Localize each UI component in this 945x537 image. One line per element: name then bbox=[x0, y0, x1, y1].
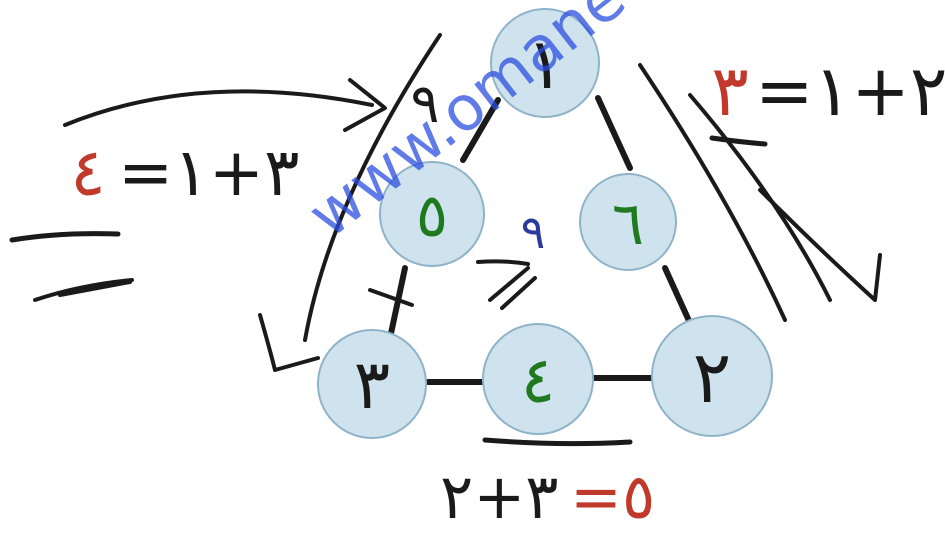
corner-handwritten-mark: ٩ bbox=[410, 72, 439, 135]
center-double-arrow bbox=[476, 259, 537, 310]
equation-right: ٣ =٢+١ bbox=[709, 50, 945, 147]
left-side-stroke bbox=[303, 33, 442, 342]
equation-right-underline bbox=[709, 135, 768, 147]
node-number-left-mid: ٥ bbox=[416, 181, 448, 251]
node-number-right-mid: ٦ bbox=[612, 189, 644, 259]
equation-bottom-expression: ٣+٢ bbox=[440, 460, 559, 533]
handwritten-strokes bbox=[63, 33, 882, 372]
equation-left-underline bbox=[9, 231, 121, 243]
equation-left: ٤ =٣+١ bbox=[9, 134, 300, 302]
top-left-curved-arrow bbox=[63, 78, 387, 132]
node-circle-top bbox=[490, 8, 600, 118]
left-bottom-arrow bbox=[258, 313, 320, 372]
node-circle-bottom-right bbox=[651, 315, 773, 437]
node-circles bbox=[317, 8, 773, 439]
left-mid-tick bbox=[368, 288, 414, 307]
equation-bottom-result: =٥ bbox=[570, 460, 655, 533]
node-number-bottom-mid: ٤ bbox=[521, 344, 555, 418]
node-circle-right-mid bbox=[579, 173, 677, 271]
node-number-top: ١ bbox=[526, 23, 564, 105]
right-side-stroke bbox=[638, 63, 787, 322]
node-circle-bottom-mid bbox=[482, 323, 594, 435]
equation-right-result: ٣ bbox=[711, 50, 749, 132]
right-bottom-arrow bbox=[758, 188, 882, 302]
center-sum-number: ٩ bbox=[521, 205, 546, 259]
triangle-edges bbox=[387, 95, 693, 385]
edge-top-to-right-mid bbox=[595, 95, 633, 171]
equation-bottom: ٣+٢ =٥ bbox=[440, 437, 655, 533]
equation-bottom-underline bbox=[482, 437, 633, 447]
node-circle-left-mid bbox=[379, 161, 485, 267]
equation-left-result: ٤ bbox=[70, 134, 105, 211]
node-number-bottom-right: ٢ bbox=[693, 335, 732, 419]
edge-right-mid-to-bottom-right bbox=[662, 265, 693, 326]
edge-left-mid-to-bottom-left bbox=[387, 265, 408, 341]
equation-left-expression: =٣+١ bbox=[118, 134, 300, 211]
equation-left-arrow-scribble bbox=[33, 278, 134, 302]
node-number-bottom-left: ٣ bbox=[354, 346, 391, 425]
node-circle-bottom-left bbox=[317, 329, 427, 439]
equation-right-expression: =٢+١ bbox=[755, 50, 945, 132]
edge-top-to-left-mid bbox=[460, 97, 501, 163]
